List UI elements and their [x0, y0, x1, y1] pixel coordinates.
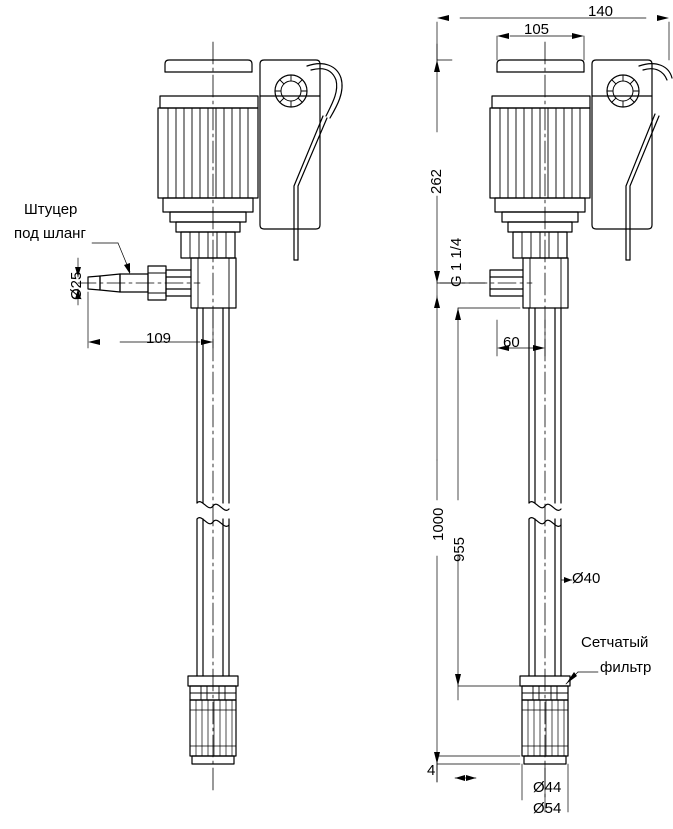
- dim-60-label: 60: [503, 334, 520, 351]
- dim-140-label: 140: [588, 3, 614, 20]
- filter-label-line1: Сетчатый: [581, 634, 649, 651]
- hose-fitting-label-line2: под шланг: [14, 225, 86, 242]
- dia-54-label: Ø54: [533, 800, 562, 817]
- dim-1000-label: 1000: [430, 507, 447, 541]
- hose-diameter-label: Ø25: [68, 271, 85, 300]
- left-view-geometry: [75, 41, 343, 791]
- dim-109-label: 109: [146, 330, 172, 347]
- dia-40-label: Ø40: [572, 570, 601, 587]
- dim-262-label: 262: [428, 168, 445, 194]
- dim-955-label: 955: [451, 536, 468, 562]
- filter-label-line2: фильтр: [600, 659, 652, 676]
- thread-g-label: G 1 1/4: [448, 237, 465, 287]
- hose-fitting-label-line1: Штуцер: [24, 201, 78, 218]
- dim-105-label: 105: [524, 21, 550, 38]
- dim-4-label: 4: [427, 762, 436, 779]
- right-view-geometry: [434, 15, 673, 813]
- dia-44-label: Ø44: [533, 779, 562, 796]
